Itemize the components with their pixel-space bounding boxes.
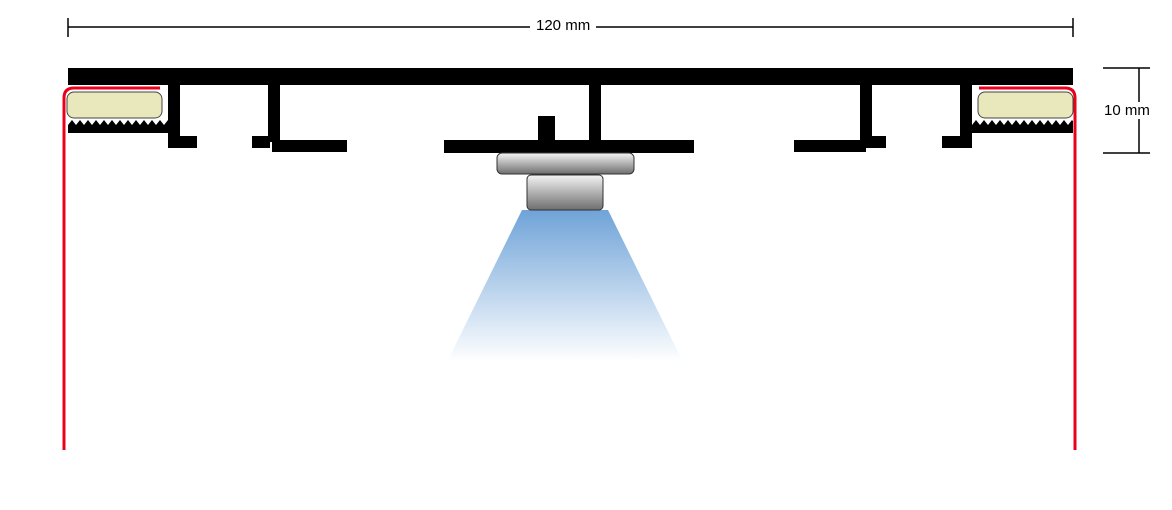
serration-left — [68, 120, 168, 126]
seal-right — [979, 86, 1077, 450]
pad-right — [977, 91, 1074, 119]
serration-right — [972, 120, 1073, 126]
aluminium-profile — [68, 68, 1073, 153]
led-housing-upper — [496, 152, 635, 175]
height-label: 10 mm — [1102, 102, 1152, 119]
seal-left — [62, 86, 160, 450]
led-housing-lower — [526, 174, 604, 211]
width-label: 120 mm — [530, 17, 597, 34]
pad-left — [66, 91, 163, 119]
light-beam — [447, 210, 683, 362]
